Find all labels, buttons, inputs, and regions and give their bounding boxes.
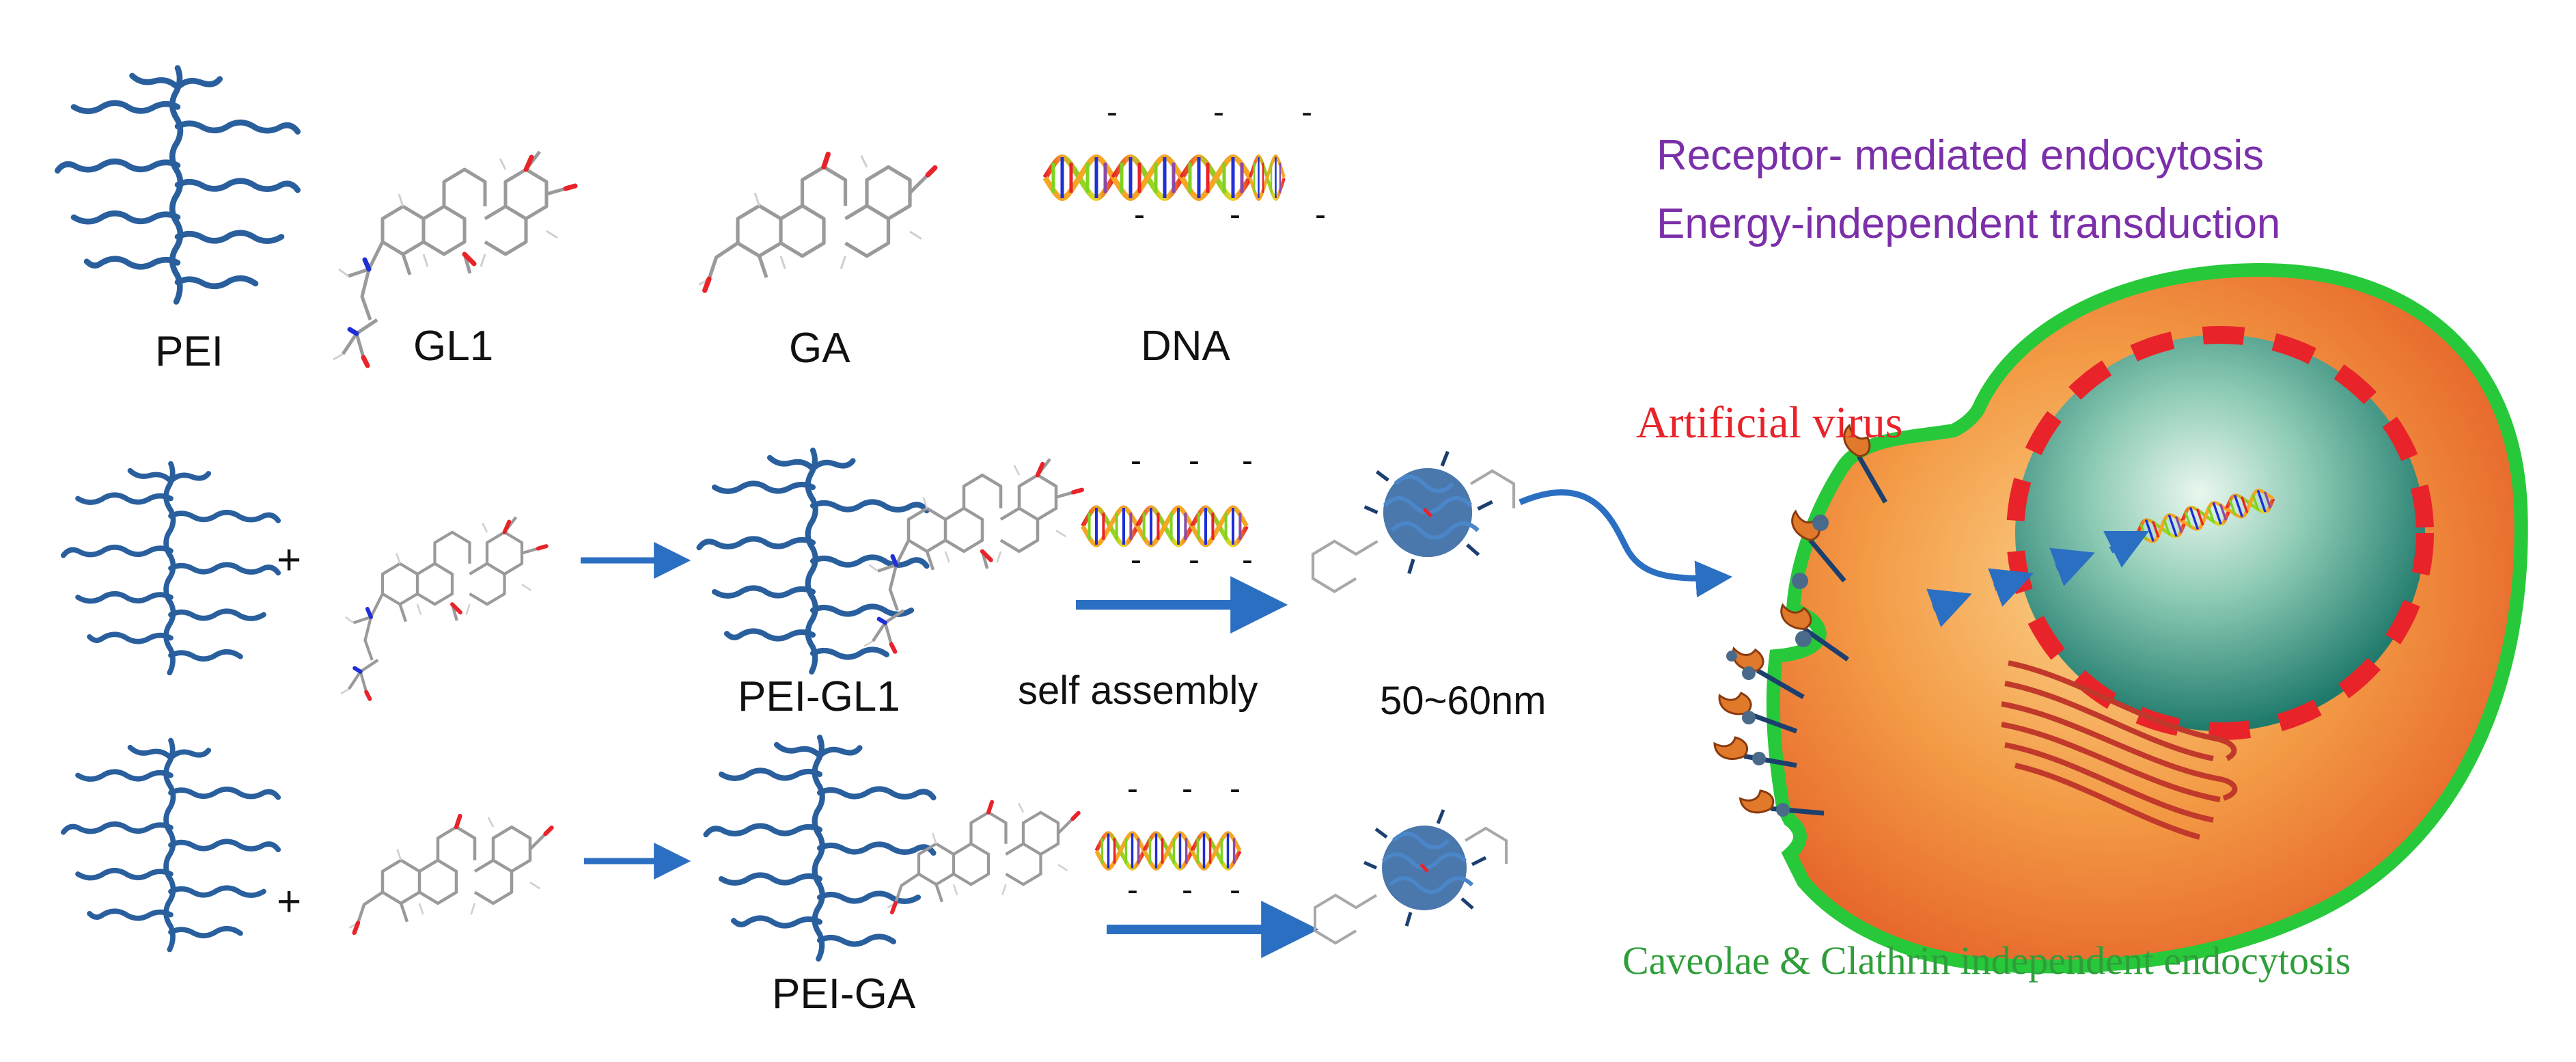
caveolae-text: Caveolae & Clathrin independent endocyto… xyxy=(1622,938,2351,983)
svg-text:-: - xyxy=(1131,443,1141,479)
svg-text:-: - xyxy=(1182,771,1193,807)
svg-text:-: - xyxy=(1230,197,1241,233)
svg-text:-: - xyxy=(1107,94,1118,131)
receptor-endocytosis-text: Receptor- mediated endocytosis xyxy=(1657,132,2264,179)
svg-text:-: - xyxy=(1134,197,1145,233)
svg-text:-: - xyxy=(1127,872,1138,908)
pei-polymer-row1 xyxy=(57,68,298,301)
label-pei: PEI xyxy=(155,328,223,375)
plus-sign-row2: + xyxy=(277,536,301,584)
svg-text:-: - xyxy=(1182,872,1193,908)
svg-text:-: - xyxy=(1242,443,1253,479)
label-pei-gl1: PEI-GL1 xyxy=(738,673,900,720)
label-size: 50~60nm xyxy=(1380,679,1546,723)
pei-polymer-row2 xyxy=(64,464,279,673)
svg-text:-: - xyxy=(1189,542,1200,578)
svg-text:-: - xyxy=(1131,542,1141,578)
cell xyxy=(1713,262,2528,974)
pei-polymer-row3 xyxy=(64,741,279,950)
artificial-virus-text: Artificial virus xyxy=(1636,398,1902,448)
uptake-arrow xyxy=(1519,489,1733,598)
dna-charges-row1: - - - - - - xyxy=(1107,94,1326,233)
gl1-molecule-row2 xyxy=(341,517,546,699)
svg-text:-: - xyxy=(1230,771,1241,807)
ga-molecule xyxy=(699,154,934,291)
label-pei-ga: PEI-GA xyxy=(772,970,916,1018)
svg-text:-: - xyxy=(1315,197,1326,233)
dna-helix-row3 xyxy=(1096,834,1240,869)
svg-text:-: - xyxy=(1230,872,1241,908)
intracellular-arrows xyxy=(1926,530,2150,627)
nuclear-envelope xyxy=(2006,326,2434,740)
dna-helix-row1 xyxy=(1045,157,1284,198)
label-ga: GA xyxy=(789,325,850,372)
label-self-assembly: self assembly xyxy=(1018,668,1258,713)
bound-particles xyxy=(1726,515,1829,817)
svg-text:-: - xyxy=(1242,542,1253,578)
svg-text:-: - xyxy=(1213,94,1224,131)
plus-sign-row3: + xyxy=(277,878,301,925)
pei-gl1-conjugate xyxy=(700,450,1082,672)
dna-charges-row2: - - - - - - xyxy=(1131,443,1253,578)
label-gl1: GL1 xyxy=(413,323,493,370)
energy-independent-text: Energy-independent transduction xyxy=(1657,200,2280,247)
golgi-apparatus xyxy=(2001,660,2238,840)
pei-ga-conjugate xyxy=(706,737,1079,959)
nanoparticle-row3 xyxy=(1315,810,1506,943)
nanoparticle-row2 xyxy=(1313,452,1514,592)
dna-helix-row2 xyxy=(1083,508,1247,545)
svg-text:-: - xyxy=(1189,443,1200,479)
svg-text:-: - xyxy=(1301,94,1312,131)
ga-molecule-row3 xyxy=(349,816,551,933)
svg-text:-: - xyxy=(1127,771,1138,807)
dna-charges-row3: - - - - - - xyxy=(1127,771,1241,908)
label-dna: DNA xyxy=(1141,323,1231,370)
nucleus xyxy=(2015,335,2425,731)
